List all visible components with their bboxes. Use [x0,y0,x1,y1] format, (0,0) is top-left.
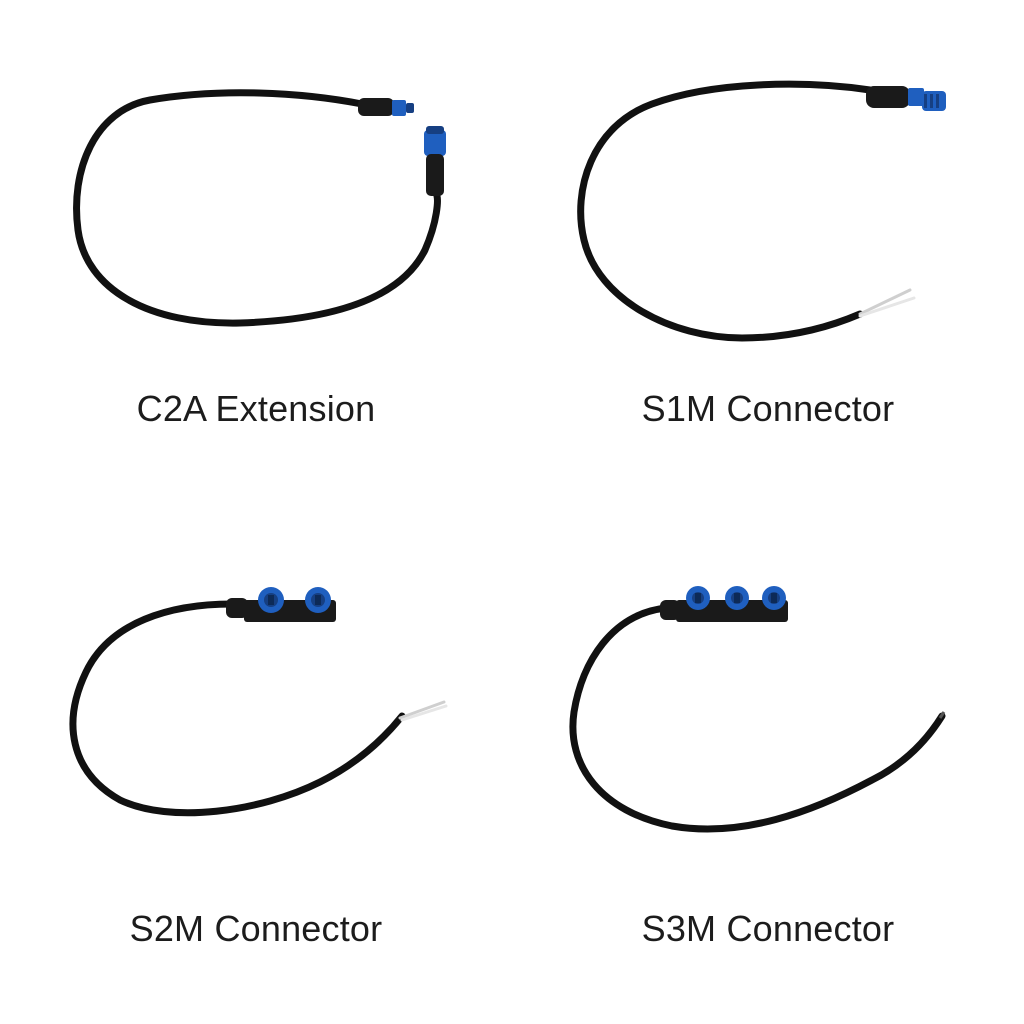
product-c2a-extension: C2A Extension [0,0,512,512]
cable-loop [69,600,406,817]
bare-wire-ends [858,288,916,318]
product-label: C2A Extension [136,388,376,429]
male-connector [358,98,414,116]
port-3 [762,586,786,610]
female-connector [866,86,946,111]
s1m-connector-image [577,80,946,342]
product-s2m-connector: S2M Connector [0,512,512,1024]
bare-wire-end [938,711,946,719]
port-1 [686,586,710,610]
port-2 [305,587,331,613]
s3m-connector-image [569,586,946,833]
cable-loop [569,604,946,833]
cable-loop [73,89,441,327]
port-1 [258,587,284,613]
product-label: S1M Connector [641,388,895,429]
female-connector [424,126,446,196]
port-2 [725,586,749,610]
product-s1m-connector: S1M Connector [512,0,1024,512]
product-s3m-connector: S3M Connector [512,512,1024,1024]
product-label: S3M Connector [641,908,895,949]
cable-loop [577,80,874,342]
s2m-connector-image [69,587,448,817]
product-label: S2M Connector [129,908,383,949]
c2a-extension-image [73,89,446,327]
bare-wire-ends [398,700,448,722]
